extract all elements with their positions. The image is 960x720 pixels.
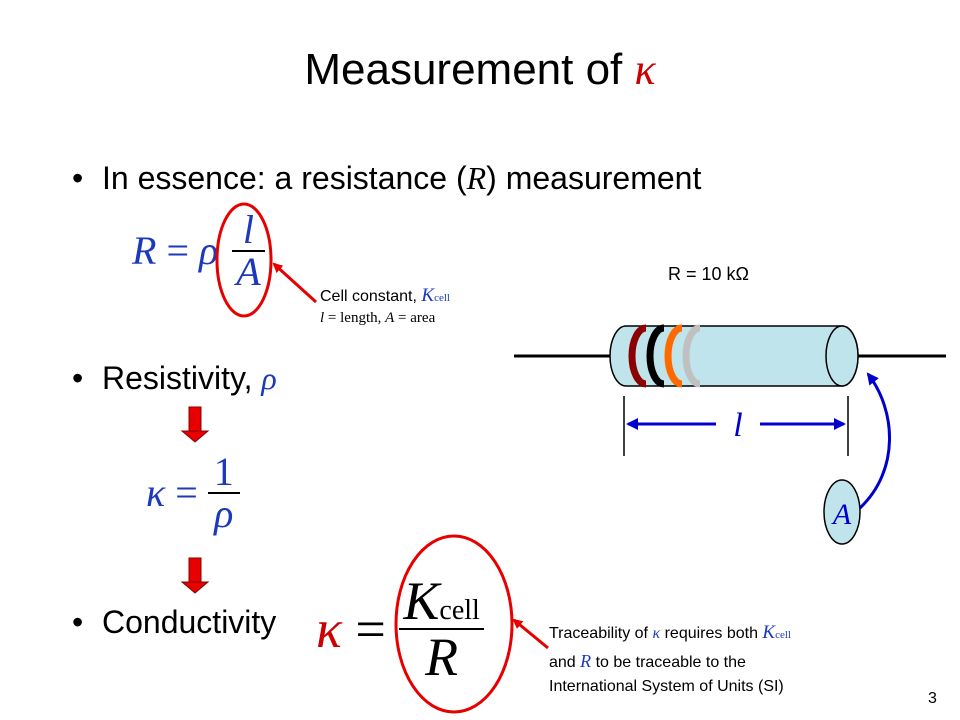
bullet-dot: • — [72, 160, 84, 196]
highlight-ellipse-l-over-a — [215, 202, 273, 318]
bullet-conductivity: •Conductivity — [72, 604, 277, 640]
bullet-resistivity: •Resistivity, ρ — [72, 360, 277, 396]
cell-constant-arrow — [272, 262, 318, 304]
resistor-value-label: R = 10 kΩ — [668, 264, 749, 284]
traceability-note: Traceability of κ requires both Kcell an… — [549, 622, 791, 696]
page-number: 3 — [928, 690, 937, 707]
down-arrow-icon — [180, 406, 210, 443]
equation-kappa-final: κ = Kcell R — [316, 574, 484, 684]
traceability-arrow — [512, 618, 549, 650]
equation-resistance: R = ρ l A — [132, 210, 265, 292]
bullet-dot: • — [72, 604, 84, 640]
fraction-one-over-rho: 1 ρ — [207, 452, 240, 534]
title-kappa-symbol: κ — [634, 45, 656, 94]
fraction-l-over-a: l A — [232, 210, 265, 292]
rho-symbol: ρ — [261, 360, 277, 396]
resistance-symbol: R — [466, 160, 487, 196]
resistor-band-4 — [682, 324, 701, 388]
resistor-band-1 — [628, 324, 647, 388]
fraction-kcell-over-r: Kcell R — [399, 574, 484, 684]
slide-title: Measurement of κ — [0, 44, 960, 95]
resistor-band-2 — [646, 324, 665, 388]
down-arrow-icon — [180, 557, 210, 594]
highlight-ellipse-kcell-over-r — [394, 534, 514, 714]
bullet-dot: • — [72, 360, 84, 396]
area-cross-section — [823, 479, 861, 545]
title-text: Measurement of — [304, 45, 635, 94]
length-symbol: l — [733, 407, 742, 444]
equation-kappa-inverse: κ = 1 ρ — [146, 452, 240, 534]
resistor-band-3 — [664, 324, 683, 388]
area-symbol: A — [831, 498, 852, 531]
area-arrow — [858, 372, 891, 510]
length-area-definitions: l = length, A = area — [320, 310, 436, 326]
bullet-essence: •In essence: a resistance (R) measuremen… — [72, 160, 702, 196]
cell-constant-note: Cell constant, Kcell — [320, 285, 450, 306]
